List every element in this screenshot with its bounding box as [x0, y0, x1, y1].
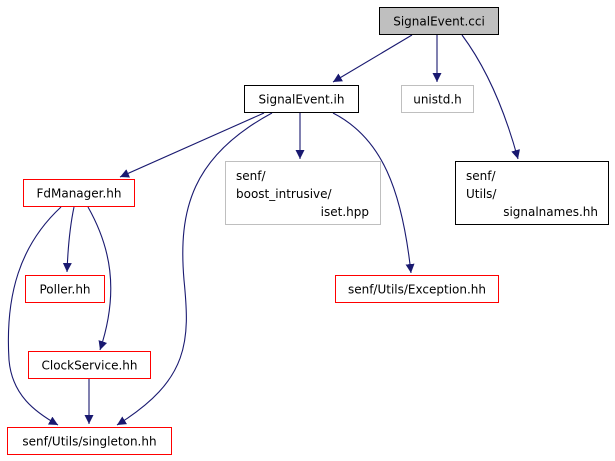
- node-box-signalevent-ih: [244, 85, 359, 113]
- node-label-fdmanager-hh: FdManager.hh: [36, 187, 121, 201]
- node-box-signalnames-hh: [455, 161, 609, 225]
- node-label-iset-hpp-line-1: senf/: [236, 169, 266, 183]
- node-box-singleton-hh: [7, 427, 172, 455]
- node-singleton-hh[interactable]: senf/Utils/singleton.hh: [7, 427, 172, 455]
- node-label-signalevent-cci: SignalEvent.cci: [393, 15, 485, 29]
- edge-signalevent-cci-to-signalevent-ih: [332, 34, 413, 83]
- edge-signalevent-ih-to-singleton-hh: [116, 112, 273, 426]
- node-box-exception-hh: [335, 275, 499, 303]
- edge-signalevent-cci-to-signalnames-hh: [461, 34, 520, 160]
- node-label-iset-hpp-line-2: boost_intrusive/: [236, 187, 333, 201]
- node-box-unistd-h: [401, 85, 474, 113]
- node-signalevent-ih[interactable]: SignalEvent.ih: [244, 85, 359, 113]
- node-box-iset-hpp: [225, 161, 381, 225]
- node-box-fdmanager-hh: [23, 179, 135, 207]
- node-box-poller-hh: [25, 275, 105, 303]
- node-label-signalnames-hh-line-1: senf/: [466, 169, 496, 183]
- nodes: SignalEvent.cci SignalEvent.ih unistd.h …: [7, 7, 609, 455]
- edge-fdmanager-hh-to-clockservice-hh: [87, 206, 112, 351]
- edge-fdmanager-hh-to-singleton-hh: [7, 206, 62, 426]
- node-label-signalevent-ih: SignalEvent.ih: [259, 93, 345, 107]
- node-label-singleton-hh: senf/Utils/singleton.hh: [22, 435, 156, 449]
- node-signalevent-cci: SignalEvent.cci: [379, 7, 499, 35]
- node-iset-hpp: senf/ boost_intrusive/ iset.hpp: [225, 161, 381, 225]
- node-label-poller-hh: Poller.hh: [39, 283, 90, 297]
- node-box-clockservice-hh: [28, 351, 151, 379]
- node-label-clockservice-hh: ClockService.hh: [42, 359, 138, 373]
- node-label-exception-hh: senf/Utils/Exception.hh: [348, 283, 486, 297]
- node-label-unistd-h: unistd.h: [413, 93, 462, 107]
- edges: [7, 34, 520, 426]
- edge-signalevent-ih-to-exception-hh: [332, 112, 415, 274]
- node-clockservice-hh[interactable]: ClockService.hh: [28, 351, 151, 379]
- edge-fdmanager-hh-to-poller-hh: [62, 206, 75, 273]
- node-label-signalnames-hh-line-2: Utils/: [466, 187, 497, 201]
- node-unistd-h: unistd.h: [401, 85, 474, 113]
- node-label-signalnames-hh-line-3: signalnames.hh: [503, 205, 598, 219]
- node-signalnames-hh[interactable]: senf/ Utils/ signalnames.hh: [455, 161, 609, 225]
- node-fdmanager-hh[interactable]: FdManager.hh: [23, 179, 135, 207]
- node-label-iset-hpp-line-3: iset.hpp: [321, 205, 369, 219]
- node-box-signalevent-cci: [379, 7, 499, 35]
- edge-signalevent-ih-to-fdmanager-hh: [119, 112, 265, 178]
- node-exception-hh[interactable]: senf/Utils/Exception.hh: [335, 275, 499, 303]
- node-poller-hh[interactable]: Poller.hh: [25, 275, 105, 303]
